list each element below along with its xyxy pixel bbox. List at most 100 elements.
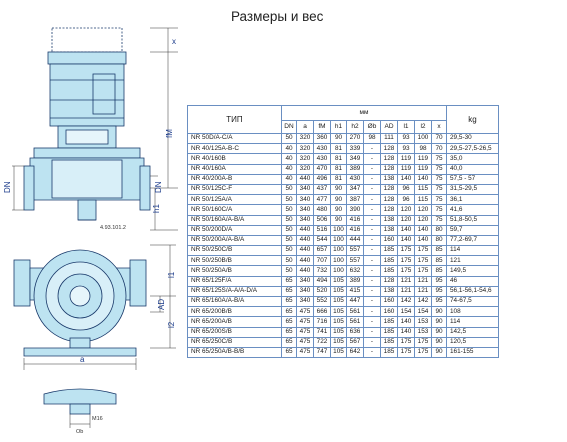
pump-type-cell: NR 40/125A-B-C [187,143,282,155]
dim-a-label: a [80,355,85,364]
table-cell: 85 [431,245,447,257]
table-cell: 475 [296,306,314,318]
table-cell: 128 [380,194,398,206]
table-cell: 96 [397,183,415,196]
table-cell: - [363,306,381,318]
table-cell: 138 [380,173,398,185]
table-cell: 96 [397,194,415,206]
table-cell: 65 [281,285,297,298]
table-cell: 95 [431,295,447,308]
table-cell: 65 [281,306,297,318]
table-cell: 105 [330,316,347,328]
table-cell: 80 [431,224,447,236]
table-cell: 154 [397,306,415,318]
table-cell: 185 [380,265,398,277]
pump-base-view [43,388,117,415]
table-cell: 430 [346,173,364,185]
table-cell: 121 [414,275,432,287]
table-cell: 85 [431,255,447,267]
table-cell: 81 [330,143,347,155]
table-cell: 93 [397,143,415,155]
table-cell: 561 [346,306,364,318]
table-cell: 175 [414,265,432,277]
table-cell: 160 [380,295,398,308]
table-cell: 475 [296,326,314,338]
table-cell: 747 [313,346,331,359]
table-cell: 128 [380,204,398,216]
table-cell: 642 [346,346,364,359]
table-cell: 93 [397,132,415,145]
table-cell: 121 [397,275,415,287]
table-cell: - [363,255,381,267]
pump-type-cell: NR 50/125A/A [187,194,282,206]
table-cell: 741 [313,326,331,338]
col-header: h2 [346,120,364,134]
table-cell: 142 [414,295,432,308]
table-cell: 65 [281,336,297,348]
table-cell: 480 [313,204,331,216]
pump-type-cell: NR 50/250B/B [187,255,282,267]
table-cell: 270 [346,132,364,145]
table-cell: 65 [281,275,297,287]
table-cell: 707 [313,255,331,267]
table-cell: 120,5 [446,336,499,348]
table-cell: 50 [281,132,297,145]
pump-type-cell: NR 50/160C/A [187,204,282,216]
pump-type-cell: NR 50/200A/A-B/A [187,234,282,247]
table-cell: 80 [431,234,447,247]
table-cell: 475 [296,346,314,359]
pump-type-cell: NR 65/125S/A-A/A-D/A [187,285,282,298]
table-cell: 140 [397,234,415,247]
table-cell: 105 [330,326,347,338]
table-cell: 65 [281,326,297,338]
pump-drawing: x fM h1 DN DN 4.93.101.2 l1 l2 AD a [3,27,178,435]
table-cell: 140 [397,173,415,185]
table-cell: 98 [414,143,432,155]
table-cell: - [363,316,381,328]
table-cell: - [363,194,381,206]
table-cell: 90 [431,316,447,328]
table-cell: 70 [431,143,447,155]
table-cell: 35,0 [446,153,499,165]
col-header: h1 [330,120,347,134]
table-cell: 153 [414,316,432,328]
table-cell: - [363,214,381,226]
table-cell: - [363,234,381,247]
table-cell: 340 [296,183,314,196]
table-cell: 105 [330,295,347,308]
table-cell: 175 [397,245,415,257]
table-cell: - [363,275,381,287]
table-cell: 105 [330,285,347,298]
dim-dn-left-label: DN [3,181,12,193]
table-cell: 95 [431,285,447,298]
table-cell: 138 [380,214,398,226]
table-cell: 430 [313,143,331,155]
table-cell: 90 [330,194,347,206]
table-cell: 29,5-27,5-26,5 [446,143,499,155]
table-cell: 128 [380,275,398,287]
table-cell: 50 [281,214,297,226]
table-cell: 100 [414,132,432,145]
table-cell: 65 [281,295,297,308]
pump-type-cell: NR 65/250C/B [187,336,282,348]
table-cell: 552 [313,295,331,308]
table-cell: 31,5-29,5 [446,183,499,196]
table-cell: 140 [397,326,415,338]
pump-side-view [23,27,151,221]
table-cell: 160 [380,306,398,318]
table-cell: 90 [330,214,347,226]
table-cell: 320 [296,143,314,155]
table-cell: 666 [313,306,331,318]
dim-ob-label: Ob [76,429,83,435]
pump-type-cell: NR 50/250A/B [187,265,282,277]
table-cell: 657 [313,245,331,257]
table-cell: 340 [296,214,314,226]
table-cell: 65 [281,316,297,328]
table-cell: 57,5 - 57 [446,173,499,185]
